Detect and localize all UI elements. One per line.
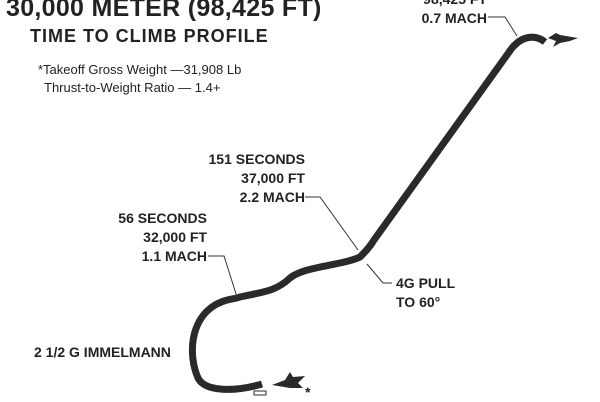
chart-subtitle: TIME TO CLIMB PROFILE bbox=[30, 26, 269, 46]
label-low: 56 SECONDS 32,000 FT 1.1 MACH bbox=[118, 209, 207, 266]
label-mid-time: 151 SECONDS bbox=[208, 151, 305, 167]
label-pull-angle: TO 60° bbox=[396, 294, 441, 310]
label-low-time: 56 SECONDS bbox=[118, 210, 207, 226]
label-pull-g: 4G PULL bbox=[396, 275, 456, 291]
label-mid-mach: 2.2 MACH bbox=[239, 189, 305, 205]
label-mid-altitude: 37,000 FT bbox=[241, 170, 305, 186]
label-mid: 151 SECONDS 37,000 FT 2.2 MACH bbox=[209, 150, 305, 207]
label-top: 98,425 FT 0.7 MACH bbox=[422, 0, 487, 28]
leader-line-mid bbox=[305, 196, 359, 251]
label-immelmann: 2 1/2 G IMMELMANN bbox=[34, 344, 171, 360]
label-top-altitude: 98,425 FT bbox=[422, 0, 487, 9]
label-top-mach: 0.7 MACH bbox=[421, 10, 487, 26]
leader-line-low bbox=[208, 255, 238, 298]
leader-line-top bbox=[488, 16, 518, 37]
chart-title: 30,000 METER (98,425 FT) bbox=[6, 0, 322, 22]
label-low-altitude: 32,000 FT bbox=[143, 229, 207, 245]
note-weight: *Takeoff Gross Weight —31,908 Lb bbox=[38, 62, 242, 77]
leader-line-pull bbox=[366, 263, 392, 284]
flight-path-ribbon bbox=[188, 33, 548, 393]
label-asterisk: * bbox=[305, 384, 311, 400]
note-ratio: Thrust-to-Weight Ratio — 1.4+ bbox=[44, 80, 221, 95]
aircraft-icon-start bbox=[253, 372, 305, 396]
label-pull: 4G PULL TO 60° bbox=[396, 274, 455, 312]
aircraft-icon-top bbox=[548, 33, 578, 47]
label-low-mach: 1.1 MACH bbox=[141, 248, 207, 264]
